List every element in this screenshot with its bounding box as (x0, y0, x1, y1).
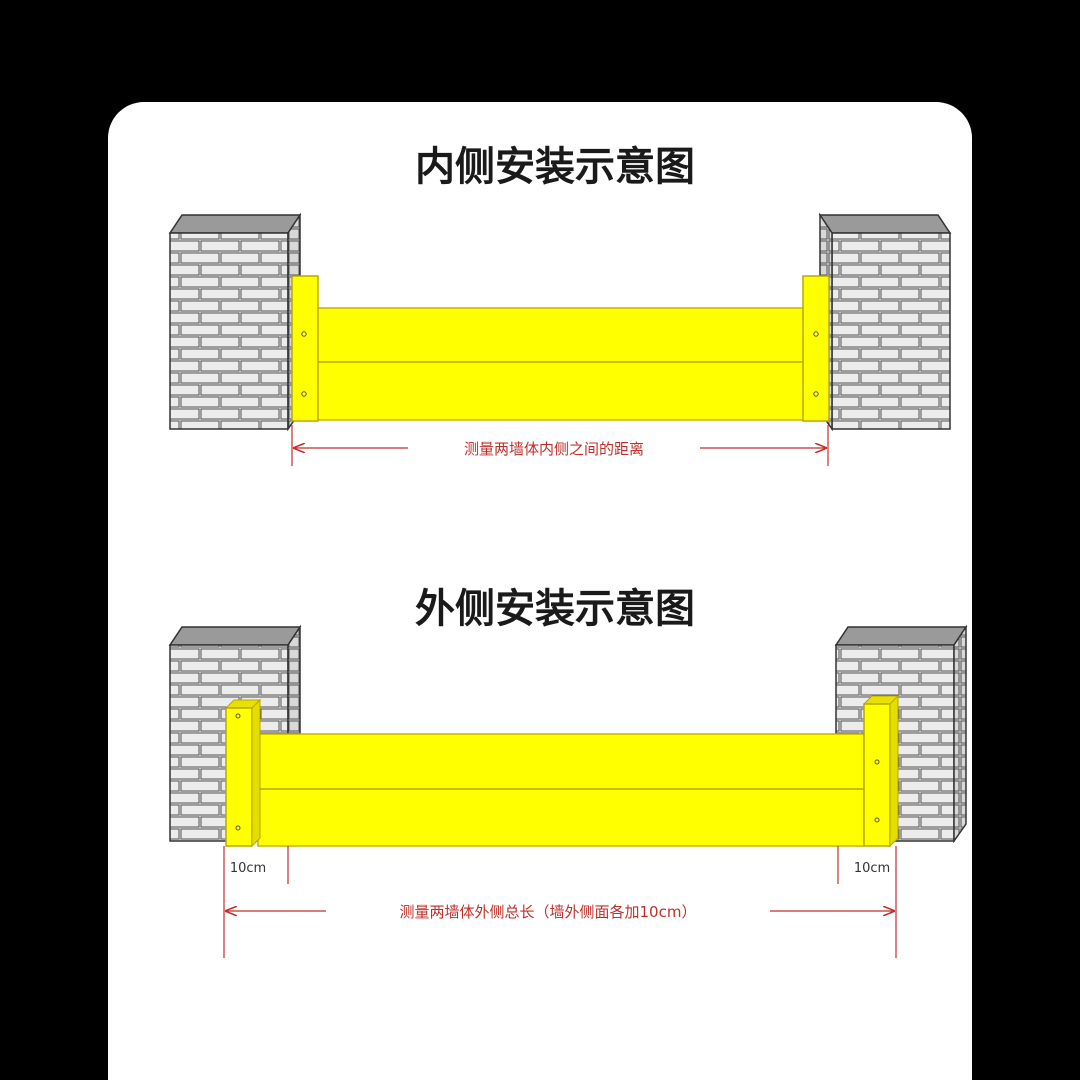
left-offset-label: 10cm (230, 861, 266, 876)
inside-flood-barrier (291, 275, 830, 422)
inside-right-pillar (818, 212, 952, 432)
outside-section: 外侧安装示意图 (168, 586, 968, 958)
outside-offset-markers: 10cm 10cm (223, 846, 897, 958)
inside-title: 内侧安装示意图 (415, 144, 695, 190)
inside-dimension: 测量两墙体内侧之间的距离 (291, 425, 829, 466)
right-offset-label: 10cm (854, 861, 890, 876)
inside-left-pillar (168, 212, 302, 432)
outside-dimension: 测量两墙体外侧总长（墙外侧面各加10cm） (226, 903, 894, 921)
outside-flood-barrier (224, 694, 900, 848)
inside-section: 内侧安装示意图 (168, 144, 952, 466)
outside-title: 外侧安装示意图 (415, 586, 695, 632)
inside-measure-label: 测量两墙体内侧之间的距离 (464, 440, 644, 458)
outside-measure-label: 测量两墙体外侧总长（墙外侧面各加10cm） (400, 903, 697, 921)
